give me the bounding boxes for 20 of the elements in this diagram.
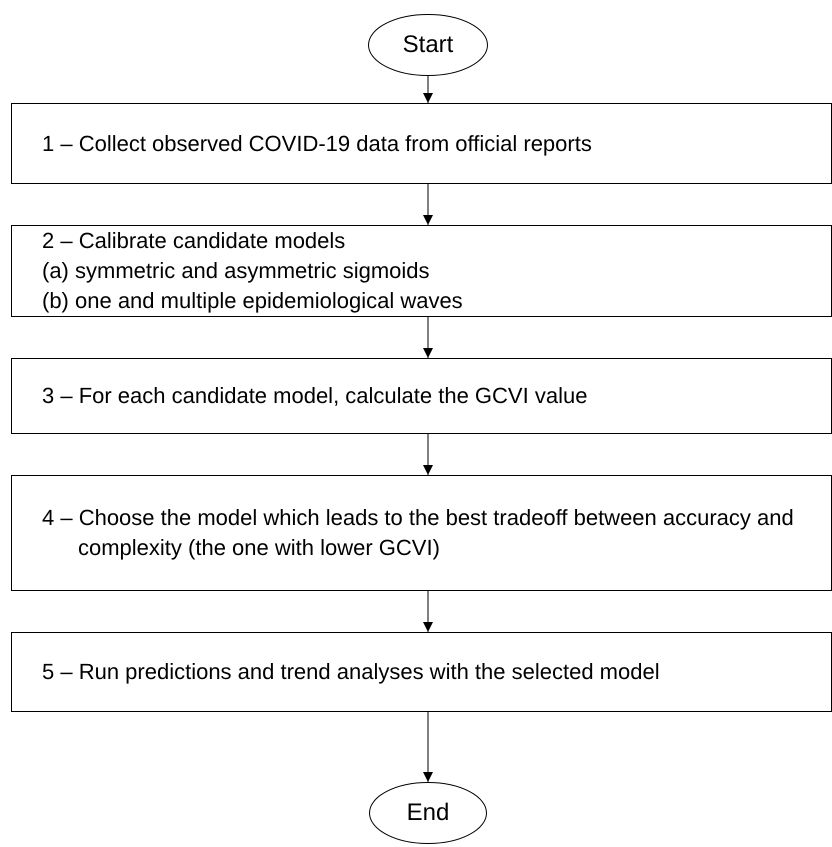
process-box	[11, 358, 832, 434]
step-text: 5 – Run predictions and trend analyses with the selected model	[42, 658, 661, 686]
arrow	[423, 590, 433, 632]
process-box	[11, 632, 832, 712]
process-box	[11, 475, 832, 591]
arrow	[423, 316, 433, 358]
process-box	[11, 225, 832, 317]
arrow	[423, 184, 433, 226]
terminal-label: Start	[402, 31, 454, 59]
step-text: 1 – Collect observed COVID-19 data from official reports	[42, 130, 593, 158]
step-text: (b) one and multiple epidemiological waves	[42, 287, 464, 315]
arrow	[423, 76, 433, 104]
arrow	[423, 434, 433, 476]
arrow	[423, 712, 433, 782]
terminal-label: End	[406, 799, 450, 827]
step-text: (a) symmetric and asymmetric sigmoids	[42, 257, 431, 285]
step-text: 4 – Choose the model which leads to the best tradeoff between accuracy and complexity (the one with lower GCVI)	[42, 504, 795, 562]
step-text: 3 – For each candidate model, calculate the GCVI value	[42, 382, 588, 410]
process-box	[11, 103, 832, 184]
step-text: 2 – Calibrate candidate models	[42, 227, 346, 255]
